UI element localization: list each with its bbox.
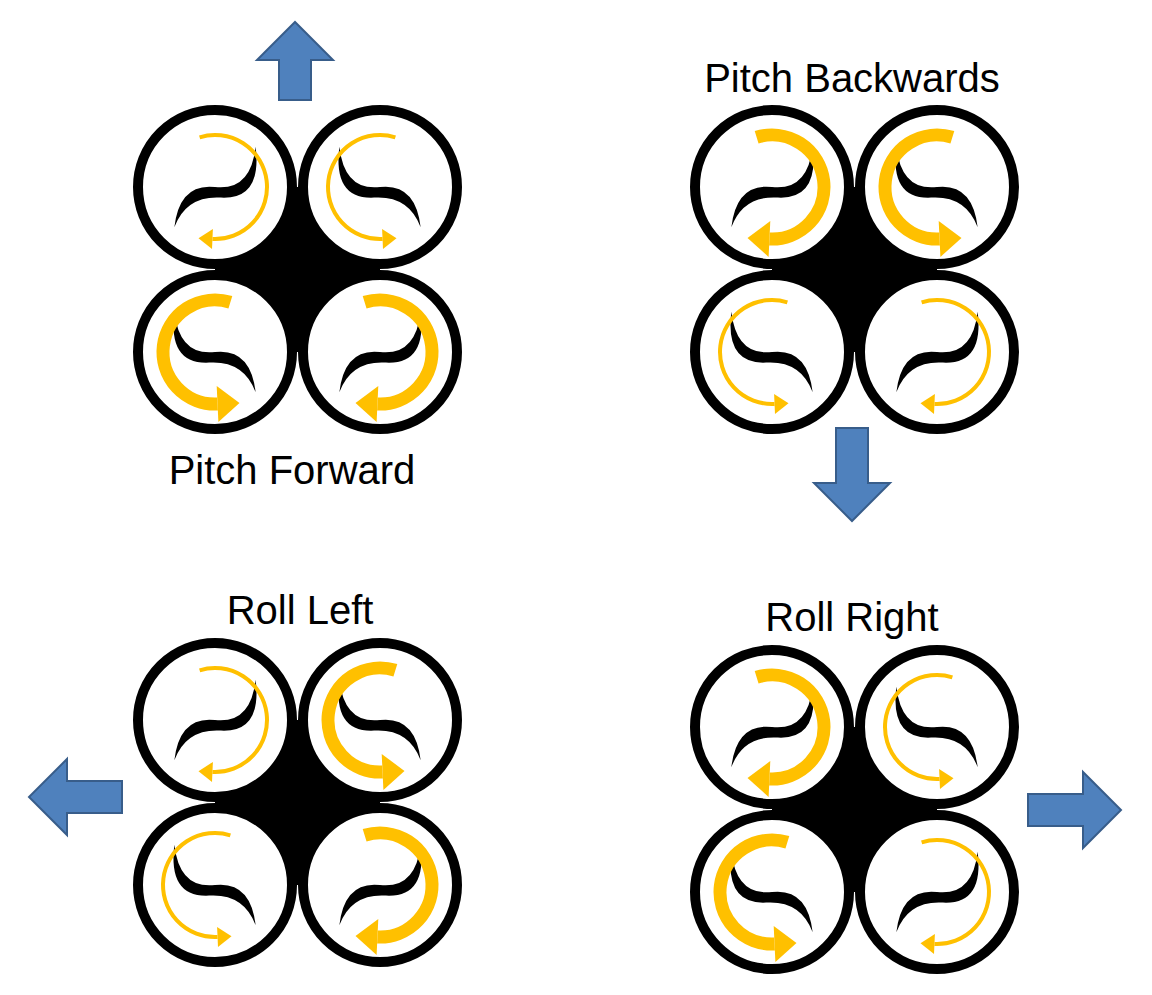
direction-arrow [1028, 772, 1121, 848]
quadcopter [138, 643, 457, 962]
rotation-arrowhead [939, 769, 953, 789]
rotor-guard [860, 275, 1014, 429]
propeller [158, 147, 272, 228]
propeller [158, 680, 272, 761]
rotation-arc [720, 300, 787, 404]
rotation-arc [163, 833, 230, 937]
rotation-arrowhead [774, 926, 797, 962]
rotation-arrowhead [199, 762, 213, 782]
rotation-arrowhead [382, 754, 405, 790]
rotor-guard [303, 110, 457, 264]
rotation-arrowhead [748, 761, 771, 797]
rotation-arc [885, 135, 952, 239]
quadcopter [138, 110, 457, 429]
rotation-arc [757, 675, 824, 779]
rotor-guard [138, 110, 292, 264]
rotor-guard [860, 110, 1014, 264]
propeller [323, 147, 437, 228]
rotor-guard [138, 275, 292, 429]
propeller [880, 687, 994, 768]
rotor-guard [138, 643, 292, 797]
rotation-arc [885, 675, 952, 779]
rotation-arrowhead [382, 229, 396, 249]
quadcopter [695, 650, 1014, 969]
rotation-arc [200, 668, 267, 772]
rotation-arrowhead [748, 221, 771, 257]
rotation-arrowhead [356, 386, 379, 422]
rotation-arc [200, 135, 267, 239]
maneuver-label: Pitch Forward [169, 448, 416, 492]
rotation-arrowhead [774, 394, 788, 414]
rotation-arrowhead [921, 934, 935, 954]
rotation-arc [328, 668, 395, 772]
rotation-arrowhead [217, 386, 240, 422]
direction-arrow [257, 22, 333, 100]
rotation-arc [922, 840, 989, 944]
rotation-arc [922, 300, 989, 404]
rotor-guard [138, 808, 292, 962]
direction-arrow [29, 759, 122, 835]
rotor-guard [695, 110, 849, 264]
rotation-arrowhead [921, 394, 935, 414]
rotation-arc [365, 833, 432, 937]
rotor-guard [303, 643, 457, 797]
direction-arrow [814, 428, 890, 521]
rotor-guard [860, 650, 1014, 804]
propeller [880, 852, 994, 933]
rotor-guard [695, 275, 849, 429]
quadcopter [695, 110, 1014, 429]
propeller [880, 312, 994, 393]
rotation-arc [365, 300, 432, 404]
propeller [715, 312, 829, 393]
rotor-guard [860, 815, 1014, 969]
maneuver-label: Roll Left [227, 588, 374, 632]
rotor-guard [303, 808, 457, 962]
rotation-arrowhead [356, 919, 379, 955]
rotor-guard [695, 815, 849, 969]
propeller [158, 845, 272, 926]
rotor-guard [695, 650, 849, 804]
rotation-arrowhead [939, 221, 962, 257]
rotation-arrowhead [217, 927, 231, 947]
maneuver-label: Roll Right [765, 595, 938, 639]
rotation-arc [328, 135, 395, 239]
rotation-arc [163, 300, 230, 404]
rotation-arc [757, 135, 824, 239]
rotation-arrowhead [199, 229, 213, 249]
rotor-guard [303, 275, 457, 429]
rotation-arc [720, 840, 787, 944]
maneuver-label: Pitch Backwards [704, 56, 1000, 100]
